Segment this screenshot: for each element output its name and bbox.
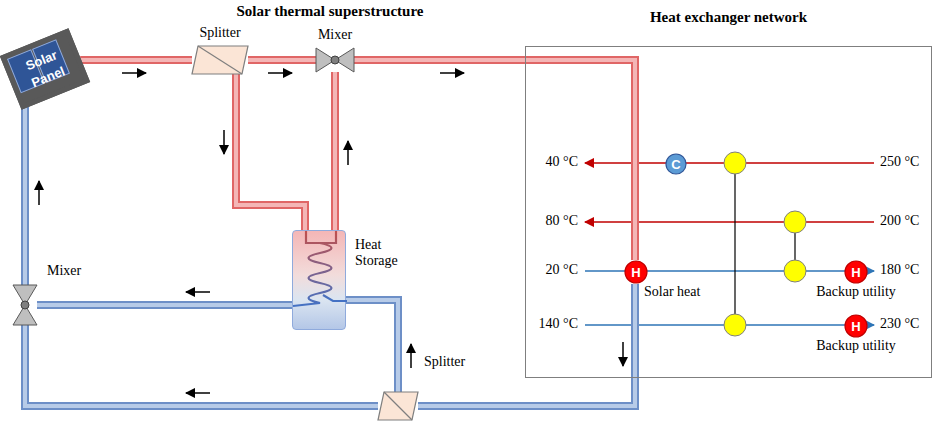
node-label: Mixer — [47, 263, 81, 279]
mixer-valve-outline — [316, 48, 354, 72]
pipe-wall — [21, 98, 29, 285]
match-line — [734, 163, 735, 325]
node-label: H — [851, 319, 860, 334]
splitter-symbol: Splitter — [192, 46, 248, 74]
exchanger-symbol — [784, 211, 806, 233]
pipe-core — [333, 72, 337, 230]
pipe — [346, 300, 411, 392]
section-heading: Solar thermal superstructure — [190, 3, 470, 20]
pipe-core — [236, 74, 305, 230]
pipe-core — [23, 98, 27, 285]
temperature-label: 250 °C — [880, 154, 930, 170]
pipe-wall — [418, 284, 635, 406]
pipe-wall — [331, 72, 339, 230]
mixer-valve-outline — [13, 285, 37, 325]
node-label: Heat exchanger network — [650, 9, 807, 26]
flow-arrow — [410, 344, 412, 368]
heater-symbol: HBackup utility — [844, 260, 868, 284]
temperature-label: 20 °C — [518, 262, 578, 278]
node-note: Solar heat — [644, 284, 700, 300]
pipe-core — [354, 60, 635, 260]
hot-stream — [585, 221, 874, 223]
pipe-wall — [354, 60, 635, 260]
heater-symbol: HSolar heat — [624, 260, 648, 284]
cooler-symbol: C — [665, 153, 687, 175]
solar-panel: Solar Panel — [0, 28, 90, 109]
flow-arrow — [186, 392, 210, 394]
node-label: Mixer — [318, 27, 352, 43]
node-label: H — [631, 265, 640, 280]
pipe-wall — [37, 301, 292, 309]
node-note: Backup utility — [816, 284, 896, 300]
heater-symbol: HBackup utility — [844, 314, 868, 338]
exchanger-symbol — [724, 314, 746, 336]
network-box: Heat exchanger networkCHSolar heatHBacku… — [525, 46, 932, 378]
node-label: Heat Storage — [355, 237, 417, 269]
pipe — [80, 60, 192, 73]
pipe — [354, 60, 635, 260]
flow-arrow — [186, 291, 210, 293]
flow-arrow — [122, 72, 146, 74]
pipe-core — [346, 300, 398, 392]
flow-arrow — [38, 181, 40, 205]
pipe-core — [25, 325, 378, 406]
pipe-core — [37, 303, 292, 307]
mixer-valve: Mixer — [13, 285, 37, 325]
temperature-label: 230 °C — [880, 316, 930, 332]
temperature-label: 200 °C — [880, 213, 930, 229]
flow-arrow — [440, 72, 464, 74]
pipe-wall — [80, 56, 192, 64]
flow-arrow — [622, 342, 624, 366]
node-label: Splitter — [424, 354, 465, 370]
heat-storage-tank: Heat Storage — [292, 230, 346, 330]
node-label: Solar Panel — [12, 42, 77, 96]
node-label: Splitter — [199, 25, 240, 41]
exchanger-symbol — [784, 260, 806, 282]
temperature-label: 180 °C — [880, 262, 930, 278]
pipe — [25, 325, 378, 406]
pipe — [224, 74, 305, 230]
heat-storage-tank-outline — [293, 231, 345, 329]
pipe-core — [80, 58, 192, 62]
pipe-wall — [236, 74, 305, 230]
exchanger-symbol — [724, 152, 746, 174]
temperature-label: 140 °C — [518, 316, 578, 332]
mixer-valve: Mixer — [316, 48, 354, 72]
pipe — [335, 72, 348, 230]
flow-arrow — [268, 72, 292, 74]
pipe-core — [248, 58, 316, 62]
pipe — [37, 292, 292, 305]
pipe-core — [418, 284, 635, 406]
flow-arrow — [347, 141, 349, 165]
pipe — [248, 60, 316, 73]
splitter-symbol-outline — [378, 392, 418, 420]
pipe-wall — [25, 325, 378, 406]
pipe-wall — [248, 56, 316, 64]
pipe — [25, 98, 39, 285]
pipe-wall — [346, 300, 398, 392]
splitter-symbol-outline — [192, 46, 248, 74]
temperature-label: 80 °C — [518, 213, 578, 229]
node-label: H — [851, 265, 860, 280]
splitter-symbol: Splitter — [378, 392, 418, 420]
pipe — [418, 284, 635, 406]
flow-arrow — [223, 130, 225, 154]
node-label: C — [671, 157, 680, 172]
node-note: Backup utility — [816, 338, 896, 354]
temperature-label: 40 °C — [518, 154, 578, 170]
